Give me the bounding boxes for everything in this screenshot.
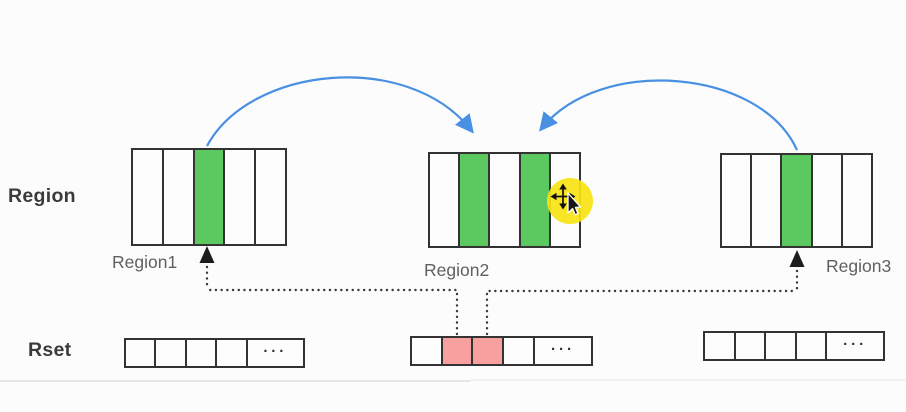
memory-cell-pink [473,338,505,364]
pointer-cursor-icon [567,192,582,216]
region-box-1 [131,148,287,246]
overflow-ellipsis-cell: ··· [263,342,288,360]
memory-cell-white [225,150,257,244]
memory-cell-white [722,155,753,246]
memory-cell-green [460,154,491,246]
memory-cell-green [782,155,813,246]
memory-cell-white [217,340,248,366]
rset-row-label: Rset [28,339,72,361]
rset-row-3: ··· [703,331,885,361]
memory-cell-white [736,333,767,359]
memory-cell-pink [442,338,474,364]
dotted-connector-rset-to-region1 [205,288,459,336]
memory-cell-white [705,333,736,359]
memory-cell-white [156,340,187,366]
reference-arrow-region3-to-region2 [539,79,799,151]
region-row-label: Region [8,185,76,207]
memory-cell-white [187,340,218,366]
region-box-3 [720,153,873,248]
rset-row-1: ··· [124,338,305,368]
memory-cell-white [813,155,843,246]
region3-caption: Region3 [826,256,892,276]
rset-pointer-arrowhead-region1 [199,246,215,263]
memory-cell-white [430,154,461,246]
memory-cell-white [766,333,797,359]
memory-cell-white [133,150,164,244]
memory-cell-white [797,333,828,359]
memory-cell-white [126,340,157,366]
memory-cell-white [164,150,195,244]
overflow-ellipsis-cell: ··· [843,335,868,353]
overflow-ellipsis-cell: ··· [550,340,575,358]
dotted-connector-rset-to-region3 [485,289,799,336]
memory-cell-white [504,338,535,364]
reference-arrow-region1-to-region2 [206,76,474,147]
region2-caption: Region2 [424,260,490,280]
region-box-2 [428,152,581,248]
memory-cell-white [752,155,783,246]
rset-pointer-arrowhead-region3 [789,250,805,267]
memory-cell-green [194,150,226,244]
rset-row-2: ··· [410,336,593,366]
memory-cell-white [490,154,521,246]
region1-caption: Region1 [112,252,178,272]
memory-cell-white [412,338,443,364]
